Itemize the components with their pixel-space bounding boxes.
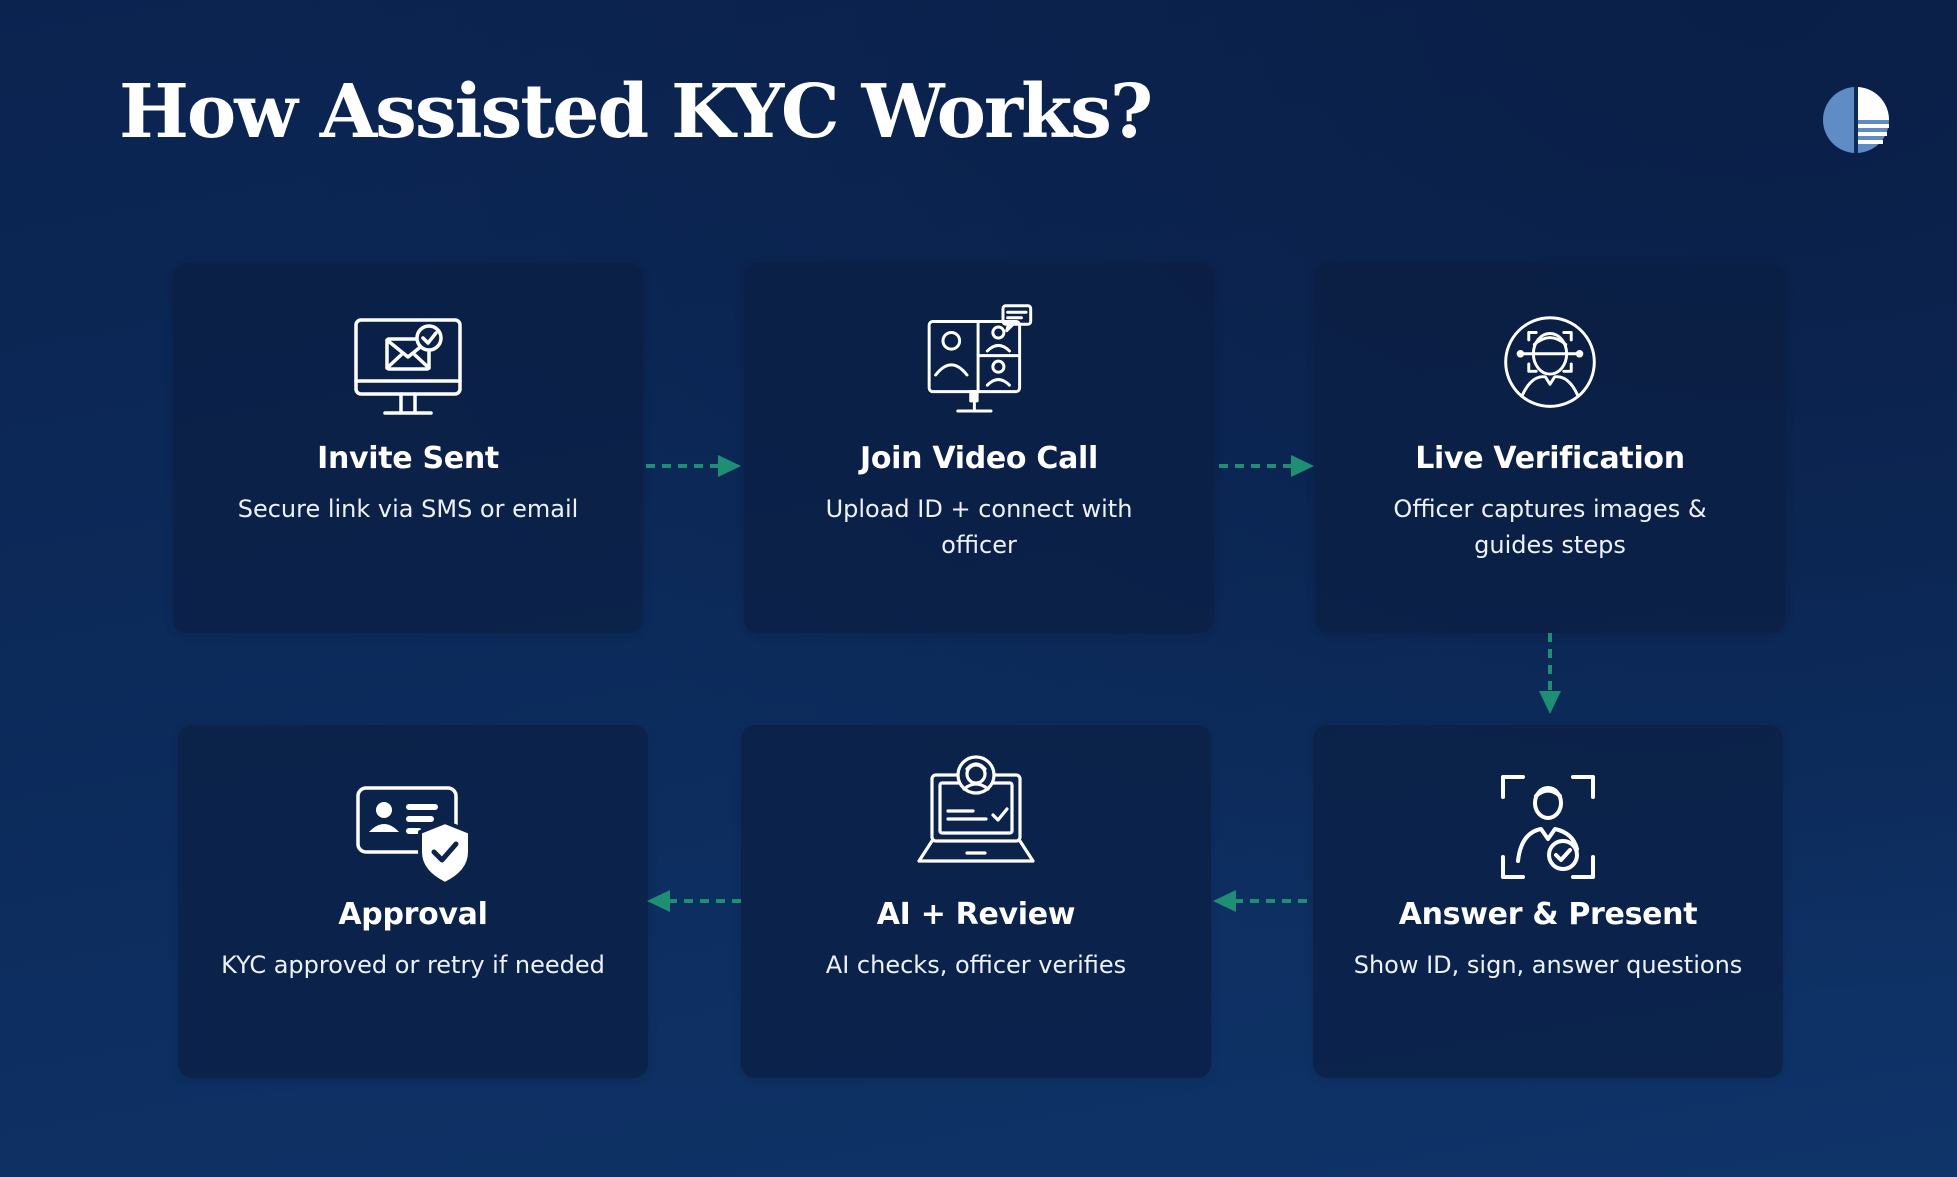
step-title: Live Verification bbox=[1415, 441, 1685, 476]
step-description: Officer captures images & guides steps bbox=[1393, 495, 1707, 559]
step-description: Secure link via SMS or email bbox=[237, 495, 579, 523]
flow-arrow-right bbox=[1219, 452, 1315, 480]
step-card-approval: Approval KYC approved or retry if needed bbox=[178, 725, 648, 1078]
step-title: Join Video Call bbox=[859, 441, 1099, 476]
step-card-live-verification: Live Verification Officer captures image… bbox=[1315, 263, 1785, 633]
step-title: Approval bbox=[338, 897, 488, 932]
page-title: How Assisted KYC Works? bbox=[119, 69, 1153, 155]
step-description: Show ID, sign, answer questions bbox=[1353, 951, 1743, 979]
flow-arrow-left bbox=[1212, 887, 1308, 915]
step-card-answer-present: Answer & Present Show ID, sign, answer q… bbox=[1313, 725, 1783, 1078]
step-card-invite-sent: Invite Sent Secure link via SMS or email bbox=[173, 263, 643, 633]
flow-arrow-left bbox=[646, 887, 742, 915]
step-card-ai-review: AI + Review AI checks, officer verifies bbox=[741, 725, 1211, 1078]
video-call-icon bbox=[914, 303, 1044, 423]
flow-arrow-right bbox=[646, 452, 742, 480]
face-scan-icon bbox=[1485, 303, 1615, 423]
step-card-join-video-call: Join Video Call Upload ID + connect with… bbox=[744, 263, 1214, 633]
step-description: AI checks, officer verifies bbox=[825, 951, 1127, 979]
laptop-review-icon bbox=[911, 753, 1041, 873]
monitor-mail-icon bbox=[343, 313, 473, 433]
step-description: KYC approved or retry if needed bbox=[221, 951, 605, 979]
flow-arrow-down bbox=[1536, 633, 1564, 715]
step-title: Invite Sent bbox=[317, 441, 499, 476]
step-title: AI + Review bbox=[876, 897, 1076, 932]
id-card-shield-icon bbox=[348, 775, 478, 895]
step-description: Upload ID + connect with officer bbox=[825, 495, 1133, 559]
step-title: Answer & Present bbox=[1398, 897, 1698, 932]
user-scan-check-icon bbox=[1483, 767, 1613, 887]
brand-logo bbox=[1820, 84, 1892, 156]
